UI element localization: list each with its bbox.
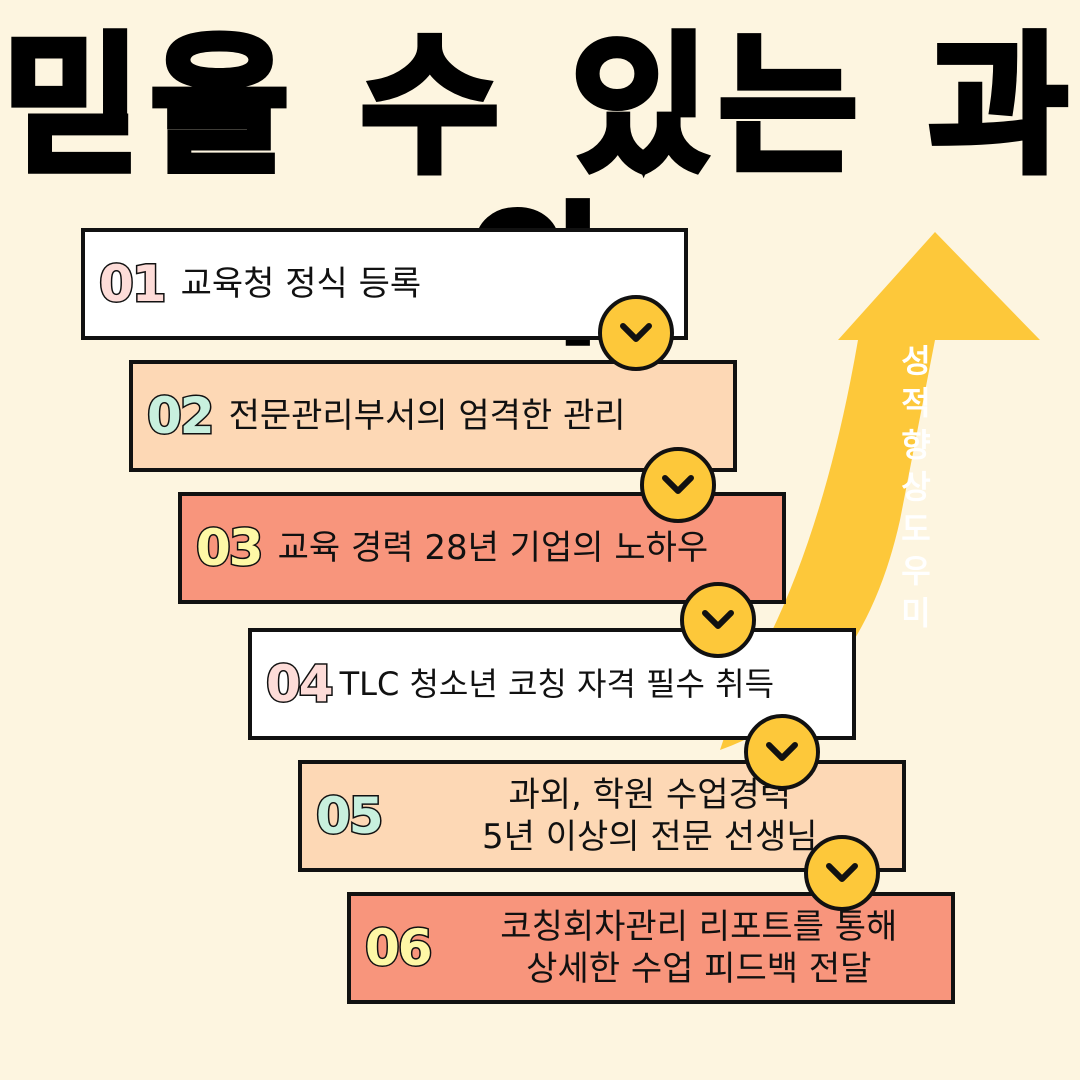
step-text: 교육청 정식 등록 — [180, 264, 422, 304]
chevron-down-icon — [804, 835, 880, 911]
arrow-label-char: 상 — [901, 468, 931, 506]
step-number: 05 — [315, 787, 386, 845]
step-text-line: 과외, 학원 수업경력 — [508, 775, 792, 815]
arrow-label-char: 미 — [901, 594, 931, 632]
step-number: 06 — [364, 919, 435, 977]
step-text: 과외, 학원 수업경력 5년 이상의 전문 선생님 — [398, 774, 902, 858]
arrow-label-char: 우 — [901, 552, 931, 590]
step-card-06: 06 코칭회차관리 리포트를 통해 상세한 수업 피드백 전달 — [347, 892, 955, 1004]
step-card-01: 01 교육청 정식 등록 — [81, 228, 688, 340]
arrow-label-char: 적 — [901, 384, 931, 422]
step-number: 03 — [195, 519, 266, 577]
step-number: 02 — [146, 387, 217, 445]
chevron-down-icon — [640, 447, 716, 523]
step-number: 04 — [265, 655, 336, 713]
step-text: 교육 경력 28년 기업의 노하우 — [277, 528, 709, 568]
arrow-label-char: 성 — [901, 342, 931, 380]
chevron-down-icon — [598, 295, 674, 371]
step-card-04: 04 TLC 청소년 코칭 자격 필수 취득 — [248, 628, 856, 740]
arrow-label: 성 적 향 상 도 우 미 — [890, 340, 942, 634]
step-card-02: 02 전문관리부서의 엄격한 관리 — [129, 360, 737, 472]
step-text-line: 5년 이상의 전문 선생님 — [482, 817, 818, 857]
chevron-down-icon — [744, 714, 820, 790]
step-number: 01 — [98, 255, 169, 313]
step-text: TLC 청소년 코칭 자격 필수 취득 — [339, 665, 775, 703]
chevron-down-icon — [680, 582, 756, 658]
arrow-label-char: 도 — [901, 510, 931, 548]
step-text: 코칭회차관리 리포트를 통해 상세한 수업 피드백 전달 — [447, 906, 951, 990]
step-text-line: 상세한 수업 피드백 전달 — [526, 949, 872, 989]
step-text: 전문관리부서의 엄격한 관리 — [228, 396, 626, 436]
arrow-label-char: 향 — [901, 426, 931, 464]
step-text-line: 코칭회차관리 리포트를 통해 — [500, 907, 898, 947]
